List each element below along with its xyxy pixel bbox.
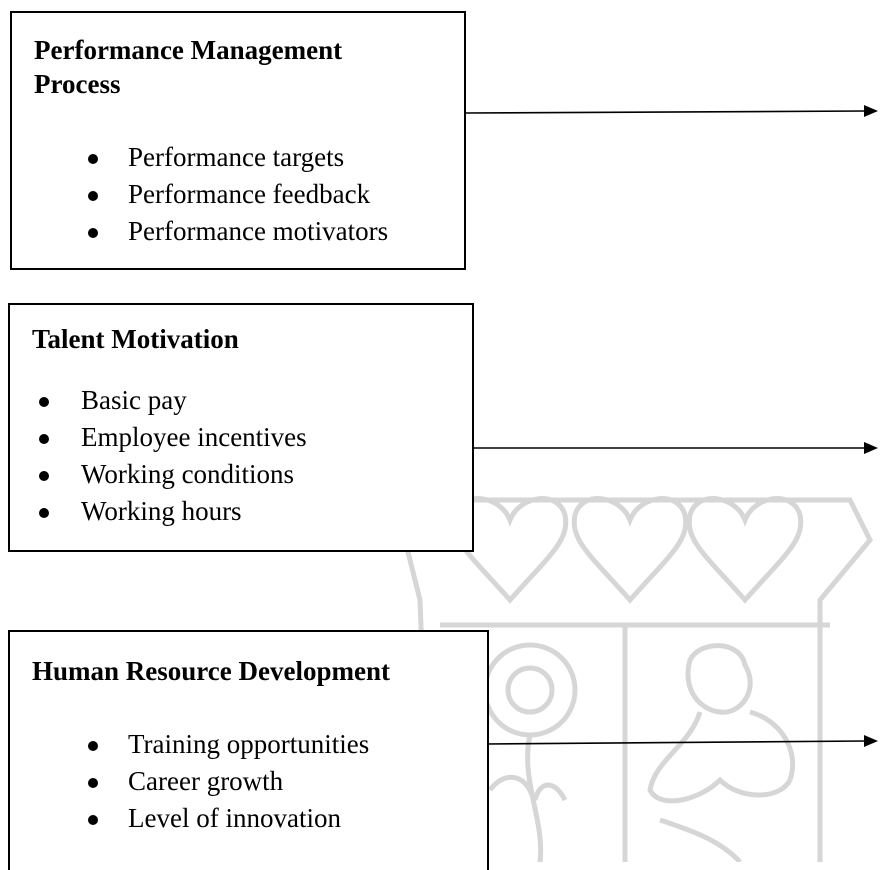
bullet-icon bbox=[39, 397, 49, 407]
list-item: Career growth bbox=[88, 763, 369, 800]
talent-motivation-list: Basic pay Employee incentives Working co… bbox=[39, 382, 307, 530]
talent-motivation-title: Talent Motivation bbox=[32, 324, 239, 354]
hrd-title: Human Resource Development bbox=[32, 656, 390, 686]
bullet-icon bbox=[88, 154, 98, 164]
performance-management-title: Performance Management Process bbox=[34, 33, 342, 101]
bullet-icon bbox=[88, 815, 98, 825]
bullet-icon bbox=[39, 434, 49, 444]
list-item: Basic pay bbox=[39, 382, 307, 419]
arrow-head-hrd bbox=[864, 735, 878, 747]
list-item: Working conditions bbox=[39, 456, 307, 493]
performance-management-title-line2: Process bbox=[34, 69, 121, 99]
bullet-icon bbox=[88, 191, 98, 201]
bullet-icon bbox=[88, 778, 98, 788]
bullet-icon bbox=[88, 228, 98, 238]
talent-motivation-box: Talent Motivation Basic pay Employee inc… bbox=[8, 303, 474, 552]
arrow-head-talent bbox=[864, 442, 878, 454]
list-item: Employee incentives bbox=[39, 419, 307, 456]
list-item: Training opportunities bbox=[88, 726, 369, 763]
performance-management-box: Performance Management Process Performan… bbox=[10, 11, 466, 270]
arrow-line-performance bbox=[464, 110, 867, 114]
human-resource-development-box: Human Resource Development Training oppo… bbox=[8, 630, 489, 870]
hrd-list: Training opportunities Career growth Lev… bbox=[88, 726, 369, 837]
list-item: Performance targets bbox=[88, 139, 388, 176]
bullet-icon bbox=[39, 508, 49, 518]
list-item: Level of innovation bbox=[88, 800, 369, 837]
arrow-head-performance bbox=[864, 105, 878, 117]
performance-management-title-line1: Performance Management bbox=[34, 35, 343, 65]
list-item: Performance motivators bbox=[88, 213, 388, 250]
arrow-line-hrd bbox=[485, 740, 867, 745]
list-item: Working hours bbox=[39, 493, 307, 530]
bullet-icon bbox=[39, 471, 49, 481]
performance-management-list: Performance targets Performance feedback… bbox=[88, 139, 388, 250]
list-item: Performance feedback bbox=[88, 176, 388, 213]
bullet-icon bbox=[88, 741, 98, 751]
